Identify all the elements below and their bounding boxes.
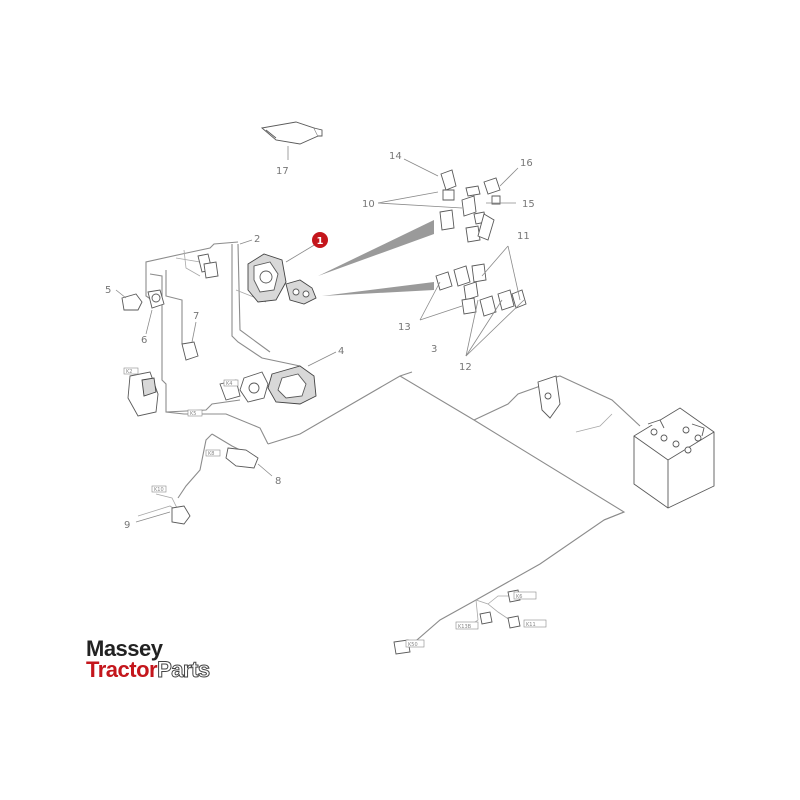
callout-15: 15: [522, 199, 535, 210]
terminals-lower: [419, 245, 527, 357]
item-4-starter: [239, 351, 337, 405]
battery: [633, 407, 715, 509]
item-7-sensor: [181, 321, 199, 361]
callout-10: 10: [362, 199, 375, 210]
callout-5: 5: [105, 285, 111, 296]
callout-13: 13: [398, 322, 411, 333]
wire-tag: K2: [126, 369, 132, 375]
wire-tag: K6: [516, 594, 522, 600]
item-8-sensor: [225, 447, 273, 477]
relay-block: [127, 371, 241, 417]
wire-tag: K5: [190, 411, 196, 417]
callout-16: 16: [520, 158, 533, 169]
terminals-upper: [377, 158, 519, 243]
item-9-sensor: [135, 505, 191, 525]
logo-line-1: Massey: [86, 636, 163, 661]
item-2-switches: [197, 239, 253, 279]
wiring-harness: [137, 241, 641, 651]
logo-line-2: TractorParts: [86, 657, 211, 682]
item-17-tube: [260, 121, 323, 160]
callout-14: 14: [389, 151, 402, 162]
callout-6: 6: [141, 335, 147, 346]
brand-logo: Massey TractorParts: [86, 636, 211, 682]
logo-parts: Parts: [157, 657, 211, 682]
callout-17: 17: [276, 166, 289, 177]
wire-tag: K50: [408, 642, 418, 648]
callout-9: 9: [124, 520, 130, 531]
wire-tag: K8: [208, 451, 214, 457]
callout-7: 7: [193, 311, 199, 322]
callout-3: 3: [431, 344, 437, 355]
wire-tags: K2 K5 K4 K8 K10 K6 K50 K13B K11: [123, 367, 547, 648]
callout-1-highlight[interactable]: 1: [312, 232, 328, 248]
wire-tag: K13B: [458, 624, 472, 630]
wire-tag: K10: [154, 487, 164, 493]
battery-bracket: [537, 375, 561, 419]
callout-12: 12: [459, 362, 472, 373]
callout-8: 8: [275, 476, 281, 487]
callout-11: 11: [517, 231, 530, 242]
callout-2: 2: [254, 234, 260, 245]
item-6-sensor: [145, 289, 165, 335]
wire-tag: K11: [526, 622, 536, 628]
callout-1-label: 1: [317, 236, 324, 247]
item-1-component: [247, 243, 317, 305]
callout-4: 4: [338, 346, 344, 357]
item-5-sensor: [115, 289, 143, 311]
wire-tag: K4: [226, 381, 232, 387]
logo-tractor: Tractor: [86, 657, 158, 682]
zoom-wedges: [318, 220, 434, 296]
